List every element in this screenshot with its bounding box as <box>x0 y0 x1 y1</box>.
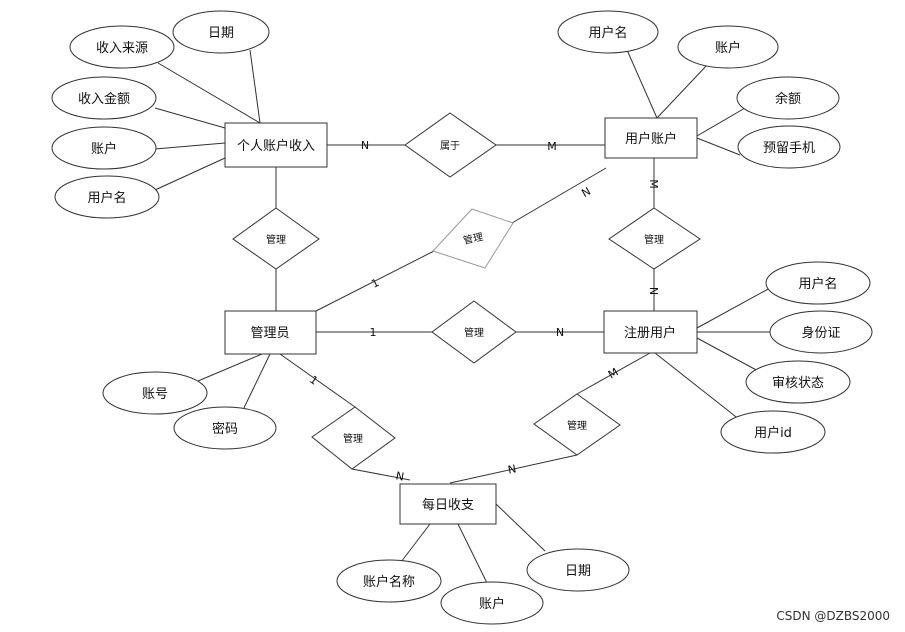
line-daily-date <box>495 503 546 552</box>
entity-admin-label: 管理员 <box>250 326 289 341</box>
rel-manage-account-label: 管理 <box>644 233 664 246</box>
line-ru-userid <box>654 352 741 421</box>
entity-daily-balance-label: 每日收支 <box>422 497 474 513</box>
line-dailymanage-daily <box>351 468 411 481</box>
line-admin-center <box>315 249 437 312</box>
line-ru-username <box>696 287 771 329</box>
attr-income-source-shape <box>69 25 175 69</box>
connector-lines <box>154 49 772 584</box>
attr-income-username: 用户名 <box>87 190 126 206</box>
card-ua-bottom: N <box>647 287 660 295</box>
line-admin-accountno <box>197 353 263 382</box>
attr-ru-userid: 用户id <box>754 425 792 441</box>
rel-manage-user-shape <box>431 300 517 364</box>
line-ua-username <box>626 49 658 119</box>
card-admin-user: 1 <box>370 326 377 339</box>
line-ru-dailymanage <box>576 352 651 395</box>
card-daily-from-admin: N <box>395 469 405 483</box>
card-income-belongs: N <box>361 139 369 152</box>
line-income-username <box>154 157 226 191</box>
entity-user-account-label: 用户账户 <box>625 131 677 147</box>
attr-income-amount-shape <box>51 76 157 120</box>
rel-belongs-label: 属于 <box>440 140 460 152</box>
attr-daily-accountname-shape <box>336 559 442 603</box>
rel-manage-income-label: 管理 <box>266 233 286 246</box>
attr-ua-account: 账户 <box>715 40 741 56</box>
watermark: CSDN @DZBS2000 <box>776 609 890 623</box>
card-user-rel: N <box>556 326 564 339</box>
attr-ua-account-shape <box>677 25 779 69</box>
attr-ua-phone-shape <box>737 125 841 169</box>
entity-registered-user-box <box>603 310 698 354</box>
line-income-account <box>154 142 226 150</box>
card-daily-from-user: N <box>507 462 518 476</box>
attr-ru-username-shape <box>765 261 871 305</box>
line-income-source <box>157 62 261 124</box>
attr-admin-accountno-shape <box>102 371 208 415</box>
line-ua-balance <box>696 107 746 137</box>
attr-ua-username-shape <box>557 10 659 54</box>
rel-manage-center-shape <box>432 208 514 269</box>
attr-ru-idcard-shape <box>769 310 873 354</box>
attr-daily-date: 日期 <box>565 564 591 579</box>
attr-ua-phone: 预留手机 <box>763 141 815 156</box>
line-income-amount <box>154 107 226 129</box>
line-admin-dailymanage <box>279 353 356 408</box>
rel-manage-daily-admin-shape <box>311 406 396 470</box>
line-daily-accountname <box>397 523 431 567</box>
attr-income-source: 收入来源 <box>96 41 148 56</box>
line-admin-password <box>241 353 271 413</box>
card-admin-daily: 1 <box>307 373 320 388</box>
entity-registered-user-label: 注册用户 <box>624 325 676 341</box>
attr-income-date: 日期 <box>208 26 234 41</box>
attr-income-account: 账户 <box>91 141 117 157</box>
attr-ua-username: 用户名 <box>588 25 627 41</box>
attr-ru-status: 审核状态 <box>772 376 824 391</box>
entity-personal-income-box <box>224 122 328 168</box>
attr-ru-idcard: 身份证 <box>801 325 840 341</box>
attr-admin-password-shape <box>173 406 277 450</box>
card-user-daily: M <box>606 365 621 381</box>
entity-daily-balance-box <box>399 483 497 525</box>
line-ua-account <box>656 63 709 119</box>
attr-income-date-shape <box>172 10 270 54</box>
rel-manage-center-label: 管理 <box>462 230 484 247</box>
card-ua-top: M <box>647 179 660 189</box>
attr-income-account-shape <box>51 126 157 170</box>
attr-ru-status-shape <box>745 360 851 404</box>
line-daily-account <box>457 523 488 584</box>
rel-manage-daily-admin-label: 管理 <box>343 432 363 445</box>
entity-admin-box <box>224 310 317 355</box>
line-center-ua <box>511 167 607 224</box>
card-center-ua: N <box>579 185 593 200</box>
entity-personal-income-label: 个人账户收入 <box>237 138 315 154</box>
attr-ru-userid-shape <box>720 410 826 454</box>
rel-manage-account-shape <box>608 207 701 270</box>
line-dailymanage2-daily <box>449 454 578 484</box>
attr-ua-balance: 余额 <box>775 91 801 107</box>
attr-admin-password: 密码 <box>212 421 238 437</box>
line-income-date <box>249 49 261 124</box>
attr-daily-date-shape <box>526 548 630 592</box>
rel-manage-income-shape <box>232 207 320 270</box>
attr-income-amount: 收入金额 <box>78 91 130 107</box>
attr-ua-balance-shape <box>736 76 840 120</box>
attr-daily-account-shape <box>440 581 544 625</box>
entity-user-account-box <box>604 117 698 159</box>
line-ru-status <box>696 337 761 373</box>
card-belongs-ua: M <box>547 140 557 153</box>
line-ua-phone <box>696 137 741 156</box>
attr-ru-username: 用户名 <box>798 276 837 292</box>
attr-daily-accountname: 账户名称 <box>363 574 415 590</box>
attr-admin-accountno: 账号 <box>142 387 168 402</box>
rel-manage-daily-user-shape <box>533 393 621 456</box>
rel-belongs-shape <box>404 112 497 178</box>
rel-manage-daily-user-label: 管理 <box>567 419 587 432</box>
attr-income-username-shape <box>54 175 160 219</box>
attr-daily-account: 账户 <box>479 596 505 612</box>
rel-manage-user-label: 管理 <box>464 326 484 339</box>
